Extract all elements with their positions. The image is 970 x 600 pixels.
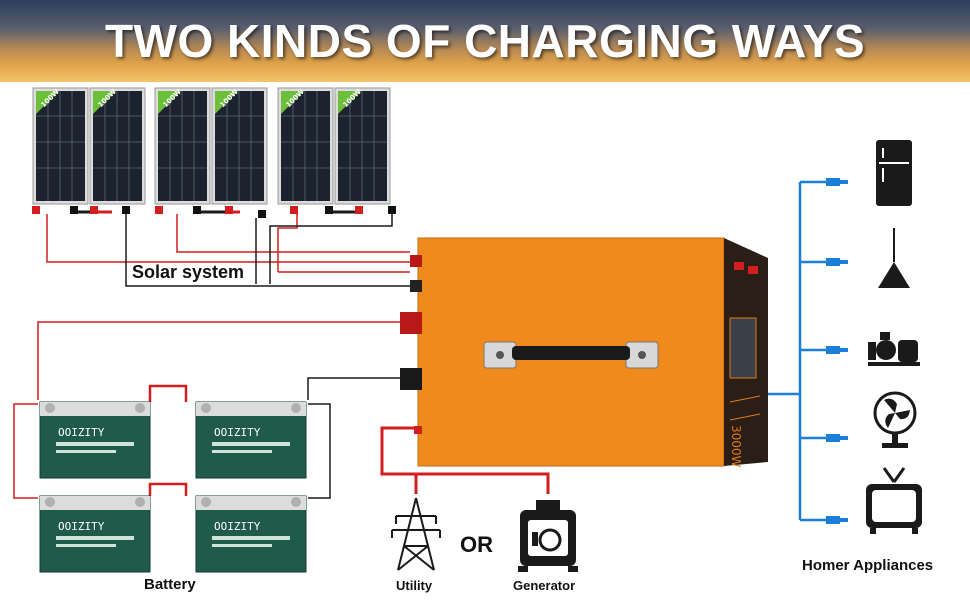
solar-system-label: Solar system <box>132 262 245 282</box>
refrigerator-icon <box>876 140 912 206</box>
battery-brand: OOIZITY <box>58 426 105 439</box>
battery-brand: OOIZITY <box>214 426 261 439</box>
battery-positive-terminal <box>400 312 422 334</box>
television-icon <box>866 467 922 534</box>
solar-positive-terminal <box>410 255 422 267</box>
battery-bank: OOIZITY OOIZITY OOIZITY OOIZITY <box>39 401 307 573</box>
ac-input-wires <box>380 426 550 494</box>
solar-panel: 100W <box>277 87 334 205</box>
solar-panel: 100W <box>334 87 391 205</box>
utility-label: Utility <box>396 578 433 593</box>
pump-icon <box>868 332 920 366</box>
solar-negative-terminal <box>410 280 422 292</box>
battery: OOIZITY <box>39 495 151 573</box>
battery-brand: OOIZITY <box>58 520 105 533</box>
title-banner: TWO KINDS OF CHARGING WAYS <box>0 0 970 82</box>
page-title: TWO KINDS OF CHARGING WAYS <box>104 15 866 67</box>
lamp-icon <box>878 228 910 288</box>
solar-wires <box>46 214 410 287</box>
inverter-side-text: 3000W <box>729 425 743 468</box>
ac-output-wires <box>768 180 848 522</box>
battery: OOIZITY <box>39 401 151 479</box>
solar-array: 100W 100W 100W 100W 100W <box>32 87 391 205</box>
inverter: 3000W <box>400 237 768 468</box>
panel-connectors <box>32 206 396 218</box>
solar-panel: 100W <box>154 87 211 205</box>
battery-wires <box>13 321 400 499</box>
battery-brand: OOIZITY <box>214 520 261 533</box>
solar-panel: 100W <box>89 87 146 205</box>
generator-label: Generator <box>513 578 576 593</box>
plug-connectors <box>826 178 848 524</box>
or-label: OR <box>460 532 493 557</box>
fan-icon <box>873 391 917 448</box>
battery-negative-terminal <box>400 368 422 390</box>
utility-tower-icon <box>391 497 441 571</box>
solar-panel: 100W <box>211 87 268 205</box>
battery-label: Battery <box>144 576 196 593</box>
battery: OOIZITY <box>195 401 307 479</box>
generator-icon <box>518 500 578 572</box>
homer-appliances-label: Homer Appliances <box>802 557 934 574</box>
battery: OOIZITY <box>195 495 307 573</box>
solar-panel: 100W <box>32 87 89 205</box>
